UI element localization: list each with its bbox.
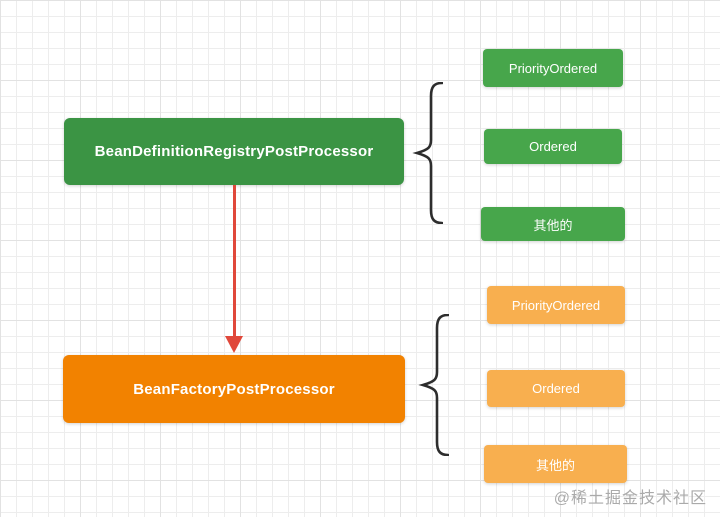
registry-item-others: 其他的 <box>481 207 625 241</box>
factory-item-ordered: Ordered <box>487 370 625 407</box>
main-box-label: BeanDefinitionRegistryPostProcessor <box>94 143 374 160</box>
item-label: PriorityOrdered <box>508 60 598 76</box>
main-box-label: BeanFactoryPostProcessor <box>133 380 335 398</box>
factory-curly-brace-icon <box>418 314 449 456</box>
registry-item-ordered: Ordered <box>484 129 622 164</box>
main-box-bean-factory-post-processor: BeanFactoryPostProcessor <box>63 355 405 423</box>
item-label: 其他的 <box>535 457 575 473</box>
main-box-bean-definition-registry-post-processor: BeanDefinitionRegistryPostProcessor <box>64 118 404 185</box>
watermark: @稀土掘金技术社区 <box>553 490 707 507</box>
item-label: 其他的 <box>533 217 573 233</box>
registry-item-priority-ordered: PriorityOrdered <box>483 49 623 87</box>
arrow-down-line <box>233 185 236 337</box>
item-label: PriorityOrdered <box>511 297 601 313</box>
factory-item-priority-ordered: PriorityOrdered <box>487 286 625 324</box>
arrow-down-head-icon <box>225 336 243 353</box>
item-label: Ordered <box>532 381 580 396</box>
item-label: Ordered <box>529 139 577 154</box>
registry-curly-brace-icon <box>412 82 443 224</box>
factory-item-others: 其他的 <box>484 445 627 483</box>
